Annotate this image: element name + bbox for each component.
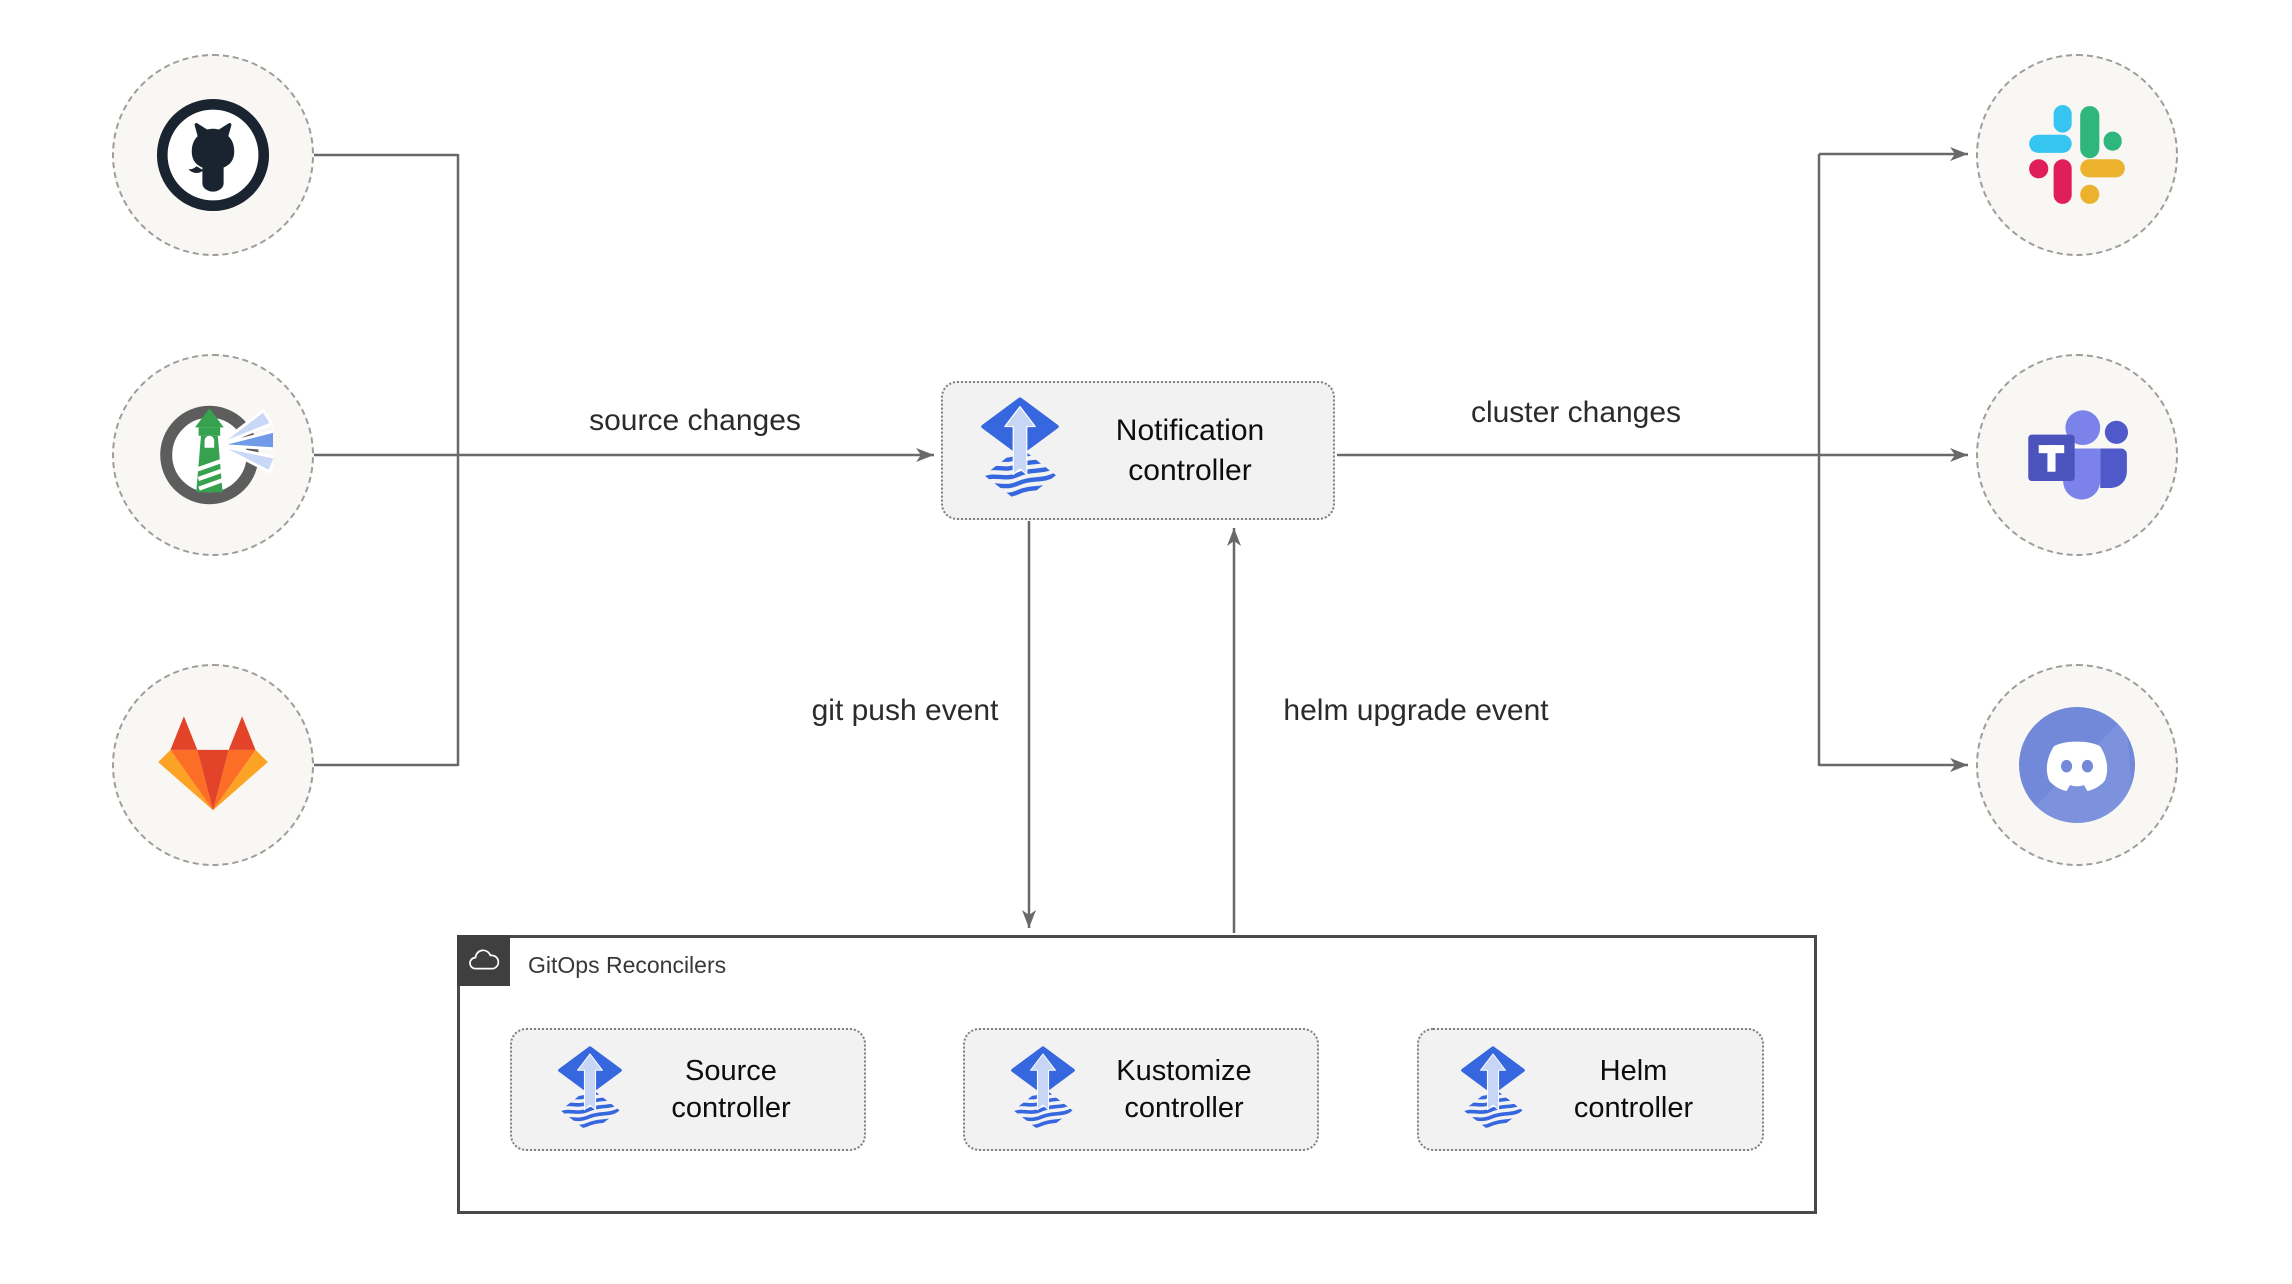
cloud-icon (468, 949, 499, 969)
node-teams (1976, 354, 2178, 556)
label-helm-upgrade-event: helm upgrade event (1283, 694, 1549, 727)
flux-icon (1010, 1046, 1076, 1134)
label-source-changes: source changes (589, 404, 801, 437)
node-github (112, 54, 314, 256)
notification-controller-box: Notification controller (941, 381, 1335, 520)
slack-icon (2029, 105, 2125, 204)
label-cluster-changes: cluster changes (1470, 396, 1682, 429)
teams-icon (2028, 409, 2129, 500)
container-title: GitOps Reconcilers (528, 952, 727, 978)
node-slack (1976, 54, 2178, 256)
source-controller-box: Source controller (510, 1028, 866, 1151)
node-discord (1976, 664, 2178, 866)
source-controller-label: Source controller (671, 1054, 791, 1124)
flux-icon (980, 397, 1060, 504)
discord-icon (2019, 707, 2135, 823)
github-icon (156, 98, 270, 212)
kustomize-controller-box: Kustomize controller (963, 1028, 1319, 1151)
label-git-push-event: git push event (811, 694, 999, 727)
notification-controller-label: Notification controller (1115, 413, 1265, 487)
flux-icon (557, 1046, 623, 1134)
kustomize-controller-label: Kustomize controller (1116, 1054, 1252, 1124)
helm-controller-box: Helm controller (1417, 1028, 1764, 1151)
helm-controller-label: Helm controller (1573, 1054, 1694, 1124)
gitlab-icon (158, 715, 268, 810)
container-badge (457, 935, 510, 986)
node-harbor (112, 354, 314, 556)
harbor-icon (160, 405, 273, 505)
flux-icon (1460, 1046, 1526, 1134)
node-gitlab (112, 664, 314, 866)
